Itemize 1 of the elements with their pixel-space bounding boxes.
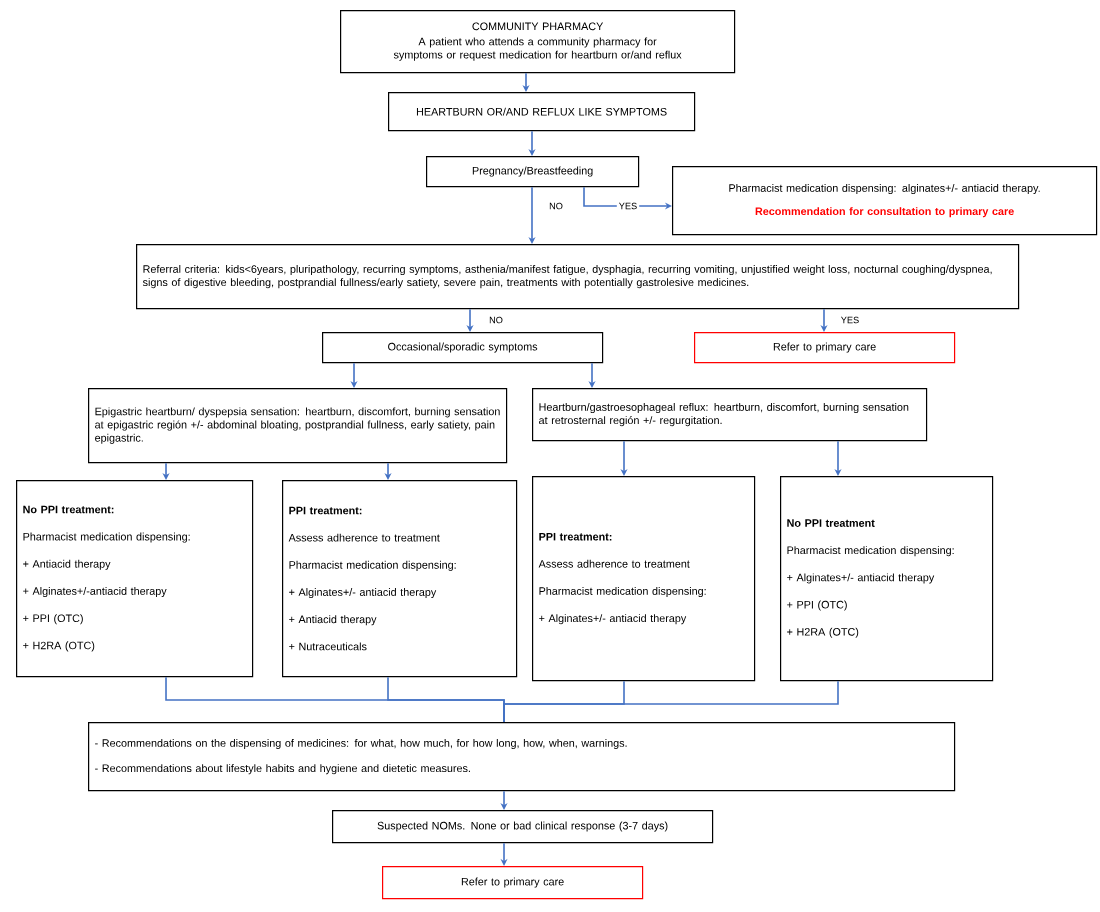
connector-line xyxy=(503,680,839,723)
